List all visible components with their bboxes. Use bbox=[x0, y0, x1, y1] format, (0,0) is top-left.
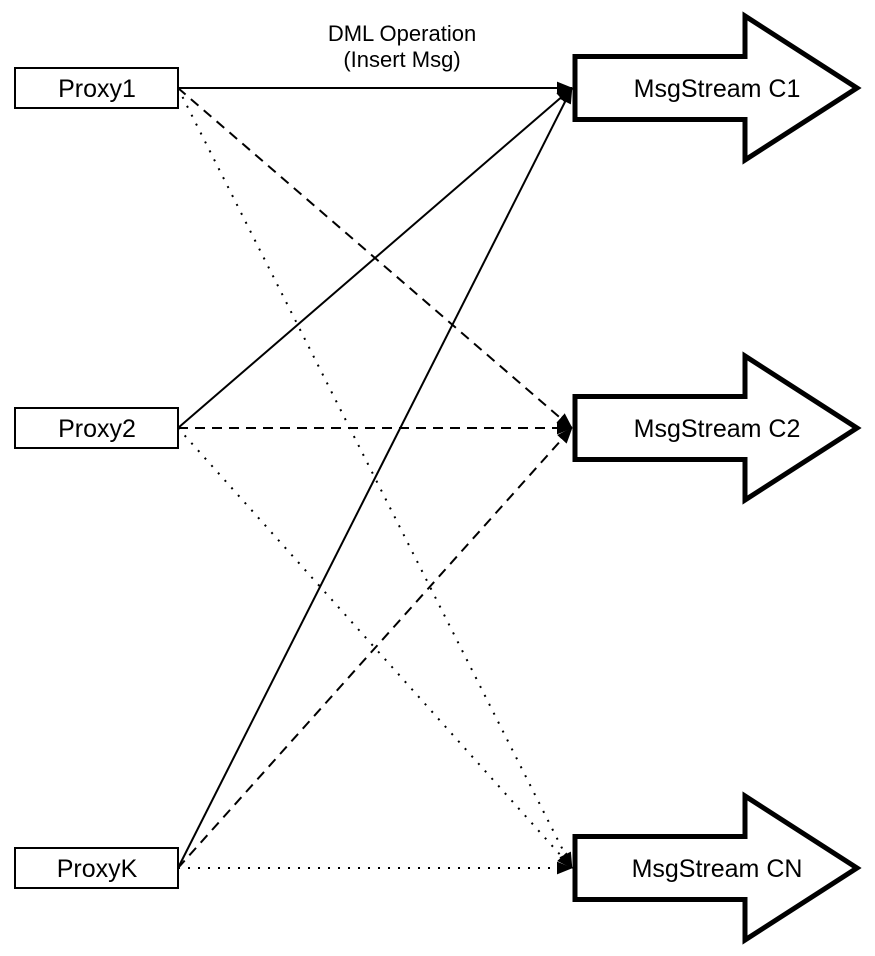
msgstream-c2-arrow-shape bbox=[572, 351, 862, 505]
msgstream-c1-node: MsgStream C1 bbox=[572, 11, 862, 165]
proxy1-box bbox=[14, 67, 179, 109]
proxy2-label: Proxy2 bbox=[58, 415, 136, 443]
msgstream-c2-node: MsgStream C2 bbox=[572, 351, 862, 505]
edge-proxy1-to-stream-c2 bbox=[177, 87, 573, 429]
edges-layer bbox=[177, 81, 573, 875]
proxy1-node: Proxy1 bbox=[14, 67, 179, 109]
proxy2-box bbox=[14, 407, 179, 449]
proxyk-node: ProxyK bbox=[14, 847, 179, 889]
diagram-caption: DML Operation (Insert Msg) bbox=[328, 21, 476, 72]
msgstream-cn-node: MsgStream CN bbox=[572, 791, 862, 945]
proxy1-label: Proxy1 bbox=[58, 75, 136, 103]
msgstream-cn-label: MsgStream CN bbox=[632, 855, 803, 883]
msgstream-cn-arrow-shape bbox=[572, 791, 862, 945]
msgstream-c1-arrow-shape bbox=[572, 11, 862, 165]
caption-line1: DML Operation bbox=[328, 21, 476, 46]
proxyk-label: ProxyK bbox=[57, 855, 138, 883]
msgstream-c1-label: MsgStream C1 bbox=[634, 75, 801, 103]
edge-proxyk-to-stream-c2 bbox=[177, 427, 573, 869]
proxyk-box bbox=[14, 847, 179, 889]
proxy2-node: Proxy2 bbox=[14, 407, 179, 449]
msgstream-c2-label: MsgStream C2 bbox=[634, 415, 801, 443]
edge-proxyk-to-stream-c1 bbox=[177, 87, 573, 869]
caption-line2: (Insert Msg) bbox=[343, 47, 460, 72]
